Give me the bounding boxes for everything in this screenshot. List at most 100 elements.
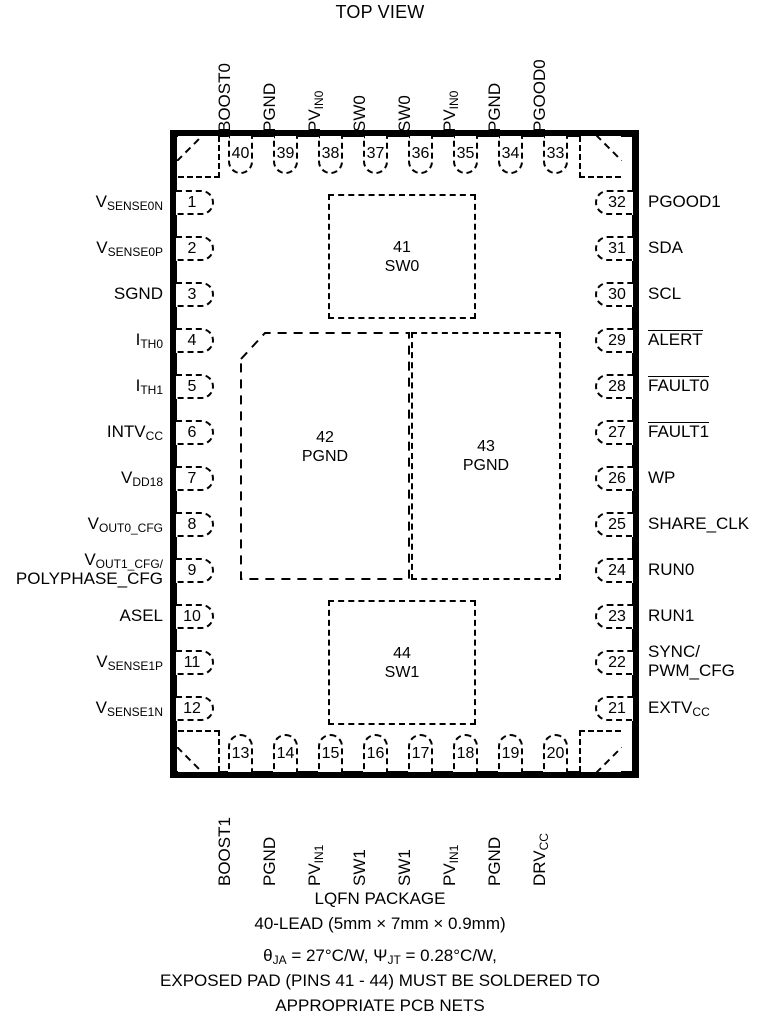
- pin-pad-39[interactable]: 39: [273, 136, 298, 174]
- pin-label-26: WP: [648, 468, 676, 487]
- pin-label-37: SW0: [350, 95, 369, 132]
- corner-chamfer-bl-icon: [177, 747, 203, 773]
- exposed-pad-43[interactable]: 43 PGND: [411, 332, 561, 580]
- pin-pad-4[interactable]: 4: [176, 328, 214, 353]
- pin-label-6: INTVCC: [106, 422, 163, 443]
- pin-label-10: ASEL: [119, 606, 163, 625]
- pin-label-32: PGOOD1: [648, 192, 721, 211]
- pin-pad-17[interactable]: 17: [408, 734, 433, 772]
- pin-pad-37[interactable]: 37: [363, 136, 388, 174]
- pin-pad-18[interactable]: 18: [453, 734, 478, 772]
- pin-pad-13[interactable]: 13: [228, 734, 253, 772]
- pin-label-5: ITH1: [135, 376, 163, 397]
- pin-pad-25[interactable]: 25: [595, 512, 633, 537]
- pin-label-22-line2: PWM_CFG: [648, 661, 735, 680]
- pin-label-20: DRVCC: [530, 833, 551, 886]
- pin-label-35: PVIN0: [440, 90, 461, 132]
- corner-pad-bottom-right: [579, 730, 622, 773]
- pin-label-33: PGOOD0: [530, 59, 549, 132]
- caption-line-2: 40-LEAD (5mm × 7mm × 0.9mm): [254, 914, 506, 933]
- pin-pad-8[interactable]: 8: [176, 512, 214, 537]
- pin-pad-12[interactable]: 12: [176, 696, 214, 721]
- caption-line-5: APPROPRIATE PCB NETS: [275, 996, 485, 1015]
- pin-label-17: SW1: [395, 849, 414, 886]
- pin-pad-28[interactable]: 28: [595, 374, 633, 399]
- pin-label-39: PGND: [260, 82, 279, 132]
- pin-label-18: PVIN1: [440, 844, 461, 886]
- pin-label-23: RUN1: [648, 606, 695, 625]
- pin-pad-40[interactable]: 40: [228, 136, 253, 174]
- pin-pad-38[interactable]: 38: [318, 136, 343, 174]
- pin-label-29: ALERT: [648, 330, 703, 349]
- pin-label-34: PGND: [485, 82, 504, 132]
- exposed-pad-44[interactable]: 44 SW1: [328, 600, 476, 725]
- pin-label-9: VOUT1_CFG/ POLYPHASE_CFG: [0, 550, 163, 588]
- package-caption: LQFN PACKAGE 40-LEAD (5mm × 7mm × 0.9mm)…: [0, 886, 760, 1018]
- pin-label-30: SCL: [648, 284, 682, 303]
- pin-label-14: PGND: [260, 836, 279, 886]
- exposed-pad-41[interactable]: 41 SW0: [328, 194, 476, 319]
- pin-pad-10[interactable]: 10: [176, 604, 214, 629]
- pin-pad-29[interactable]: 29: [595, 328, 633, 353]
- pin-label-16: SW1: [350, 849, 369, 886]
- pin-pad-6[interactable]: 6: [176, 420, 214, 445]
- pin-label-12: VSENSE1N: [95, 698, 163, 719]
- pin-label-38: PVIN0: [305, 90, 326, 132]
- exposed-pad-42-label: 42 PGND: [301, 429, 349, 465]
- pin-pad-36[interactable]: 36: [408, 136, 433, 174]
- pin-pad-21[interactable]: 21: [595, 696, 633, 721]
- pin-pad-11[interactable]: 11: [176, 650, 214, 675]
- pin-label-27: FAULT1: [648, 422, 710, 441]
- pin-pad-33[interactable]: 33: [543, 136, 568, 174]
- pin-pad-16[interactable]: 16: [363, 734, 388, 772]
- pin-pad-31[interactable]: 31: [595, 236, 633, 261]
- pin-label-36: SW0: [395, 95, 414, 132]
- pin-label-25: SHARE_CLK: [648, 514, 750, 533]
- pin-pad-9[interactable]: 9: [176, 558, 214, 583]
- pin-pad-15[interactable]: 15: [318, 734, 343, 772]
- caption-line-4: EXPOSED PAD (PINS 41 - 44) MUST BE SOLDE…: [160, 971, 600, 990]
- pin-label-8: VOUT0_CFG: [87, 514, 163, 535]
- corner-chamfer-tr-icon: [596, 135, 622, 161]
- pin-label-1: VSENSE0N: [95, 192, 163, 213]
- pin-pad-32[interactable]: 32: [595, 190, 633, 215]
- pin1-chamfer-icon: [177, 135, 203, 161]
- pin-label-28: FAULT0: [648, 376, 710, 395]
- pin-label-4: ITH0: [135, 330, 163, 351]
- corner-pad-top-left: [177, 135, 220, 178]
- pin-label-13: BOOST1: [215, 817, 234, 886]
- pin-pad-24[interactable]: 24: [595, 558, 633, 583]
- pin-pad-19[interactable]: 19: [498, 734, 523, 772]
- exposed-pad-42[interactable]: [240, 332, 410, 580]
- page-title: TOP VIEW: [335, 2, 425, 22]
- pin-pad-20[interactable]: 20: [543, 734, 568, 772]
- pin-label-3: SGND: [113, 284, 163, 303]
- pin-label-9-line2: POLYPHASE_CFG: [15, 569, 163, 588]
- corner-pad-top-right: [579, 135, 622, 178]
- pin-label-11: VSENSE1P: [96, 652, 163, 673]
- caption-line-1: LQFN PACKAGE: [314, 889, 446, 908]
- pin-pad-26[interactable]: 26: [595, 466, 633, 491]
- pin-pad-14[interactable]: 14: [273, 734, 298, 772]
- pin-label-2: VSENSE0P: [96, 238, 163, 259]
- pin-pad-5[interactable]: 5: [176, 374, 214, 399]
- pin-pad-27[interactable]: 27: [595, 420, 633, 445]
- pin-label-15: PVIN1: [305, 844, 326, 886]
- pin-pad-3[interactable]: 3: [176, 282, 214, 307]
- pin-pad-35[interactable]: 35: [453, 136, 478, 174]
- pin-label-22-line1: SYNC/: [648, 642, 700, 661]
- pin-pad-23[interactable]: 23: [595, 604, 633, 629]
- pin-pad-7[interactable]: 7: [176, 466, 214, 491]
- pin-label-7: VDD18: [120, 468, 163, 489]
- pin-label-31: SDA: [648, 238, 683, 257]
- pin-label-22: SYNC/ PWM_CFG: [648, 642, 735, 680]
- pin-label-19: PGND: [485, 836, 504, 886]
- pin-pad-34[interactable]: 34: [498, 136, 523, 174]
- pin-pad-1[interactable]: 1: [176, 190, 214, 215]
- pin-label-9-line1: VOUT1_CFG/: [84, 550, 163, 571]
- pin-pad-2[interactable]: 2: [176, 236, 214, 261]
- pin-pad-30[interactable]: 30: [595, 282, 633, 307]
- pin-pad-22[interactable]: 22: [595, 650, 633, 675]
- corner-pad-bottom-left: [177, 730, 220, 773]
